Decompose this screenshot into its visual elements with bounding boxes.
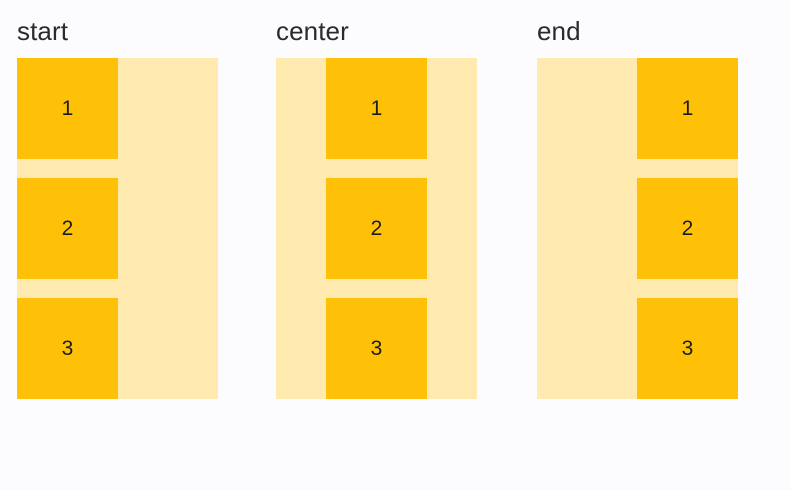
panel-label-start: start [17,16,69,46]
flex-item-label: 2 [61,217,74,240]
flex-item-label: 1 [61,97,74,120]
flex-container-start: 1 2 3 [17,58,218,399]
flex-item-label: 3 [61,337,74,360]
flex-container-end: 1 2 3 [537,58,738,399]
align-panel-start: start 1 2 3 [17,14,218,399]
flex-item: 3 [637,298,738,399]
panel-label-end: end [537,16,581,46]
flex-item: 1 [637,58,738,159]
flex-item-label: 2 [681,217,694,240]
flex-item-label: 2 [370,217,383,240]
flex-item: 1 [17,58,118,159]
panel-label-center: center [276,16,349,46]
flex-item: 3 [326,298,427,399]
flex-item: 2 [326,178,427,279]
flex-container-center: 1 2 3 [276,58,477,399]
flex-item-label: 3 [370,337,383,360]
align-panel-center: center 1 2 3 [276,14,477,399]
align-panel-end: end 1 2 3 [537,14,738,399]
flex-item: 2 [637,178,738,279]
flex-item: 2 [17,178,118,279]
flex-item-label: 3 [681,337,694,360]
flex-item-label: 1 [681,97,694,120]
flex-item: 3 [17,298,118,399]
flex-item-label: 1 [370,97,383,120]
flex-item: 1 [326,58,427,159]
